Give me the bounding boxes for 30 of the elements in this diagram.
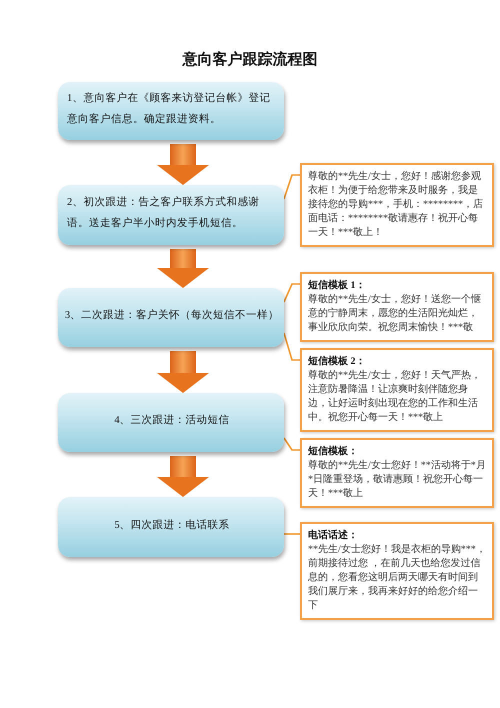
note-text: **先生/女士您好！我是衣柜的导购***，前期接待过您 ，在前几天也给您发过信息的，您看您这明后两天哪天有时间到我们展厅来，我再来好好的给您介绍一下 xyxy=(308,543,486,613)
note-box xyxy=(300,438,494,508)
process-box xyxy=(58,82,284,140)
process-box xyxy=(58,497,284,557)
step-text: 3、二次跟进：客户关怀（每次短信不一样） xyxy=(64,308,280,323)
note-text: 尊敬的**先生/女士，您好！感谢您参观衣柜！为便于给您带来及时服务，我是接待您的导购***，手机：********，店面电话：********敬请惠存！祝开心每一天！***敬上！ xyxy=(308,170,484,240)
step-text: 1、意向客户在《顾客来访登记台帐》登记意向客户信息。确定跟进资料。 xyxy=(67,91,272,127)
note-heading: 短信模板 2： xyxy=(308,355,366,369)
leader-line xyxy=(283,283,300,302)
diagram-title: 意向客户跟踪流程图 xyxy=(182,50,318,69)
step-text: 4、三次跟进：活动短信 xyxy=(114,413,230,428)
process-box xyxy=(58,185,284,245)
note-text: 尊敬的**先生/女士您好！**活动将于*月*日隆重登场，敬请惠顾！祝您开心每一天！***敬上 xyxy=(308,459,486,501)
step-text: 2、初次跟进：告之客户联系方式和感谢语。送走客户半小时内发手机短信。 xyxy=(67,195,260,231)
note-heading: 电话话述： xyxy=(308,529,358,543)
leader-line xyxy=(284,533,300,535)
process-box xyxy=(58,393,284,452)
note-box xyxy=(300,272,494,342)
note-box xyxy=(300,522,494,620)
leader-line xyxy=(283,332,300,361)
note-heading: 短信模板 1： xyxy=(308,279,366,293)
step-text: 5、四次跟进：电话联系 xyxy=(114,518,230,532)
process-box xyxy=(58,288,284,347)
note-text: 尊敬的**先生/女士，您好！天气严热，注意防暑降温！让凉爽时刻伴随您身边，让好运时刻出现在您的工作和生活中。祝您开心每一天！***敬上 xyxy=(308,369,482,425)
leader-line xyxy=(283,438,300,451)
note-text: 尊敬的**先生/女士，您好！送您一个惬意的宁静周末，愿您的生活阳光灿烂，事业欣欣向荣。祝您周末愉快！***敬 xyxy=(308,293,482,335)
leader-line xyxy=(283,174,300,200)
note-heading: 短信模板： xyxy=(308,445,358,459)
note-box xyxy=(300,348,494,432)
note-box xyxy=(300,163,494,247)
